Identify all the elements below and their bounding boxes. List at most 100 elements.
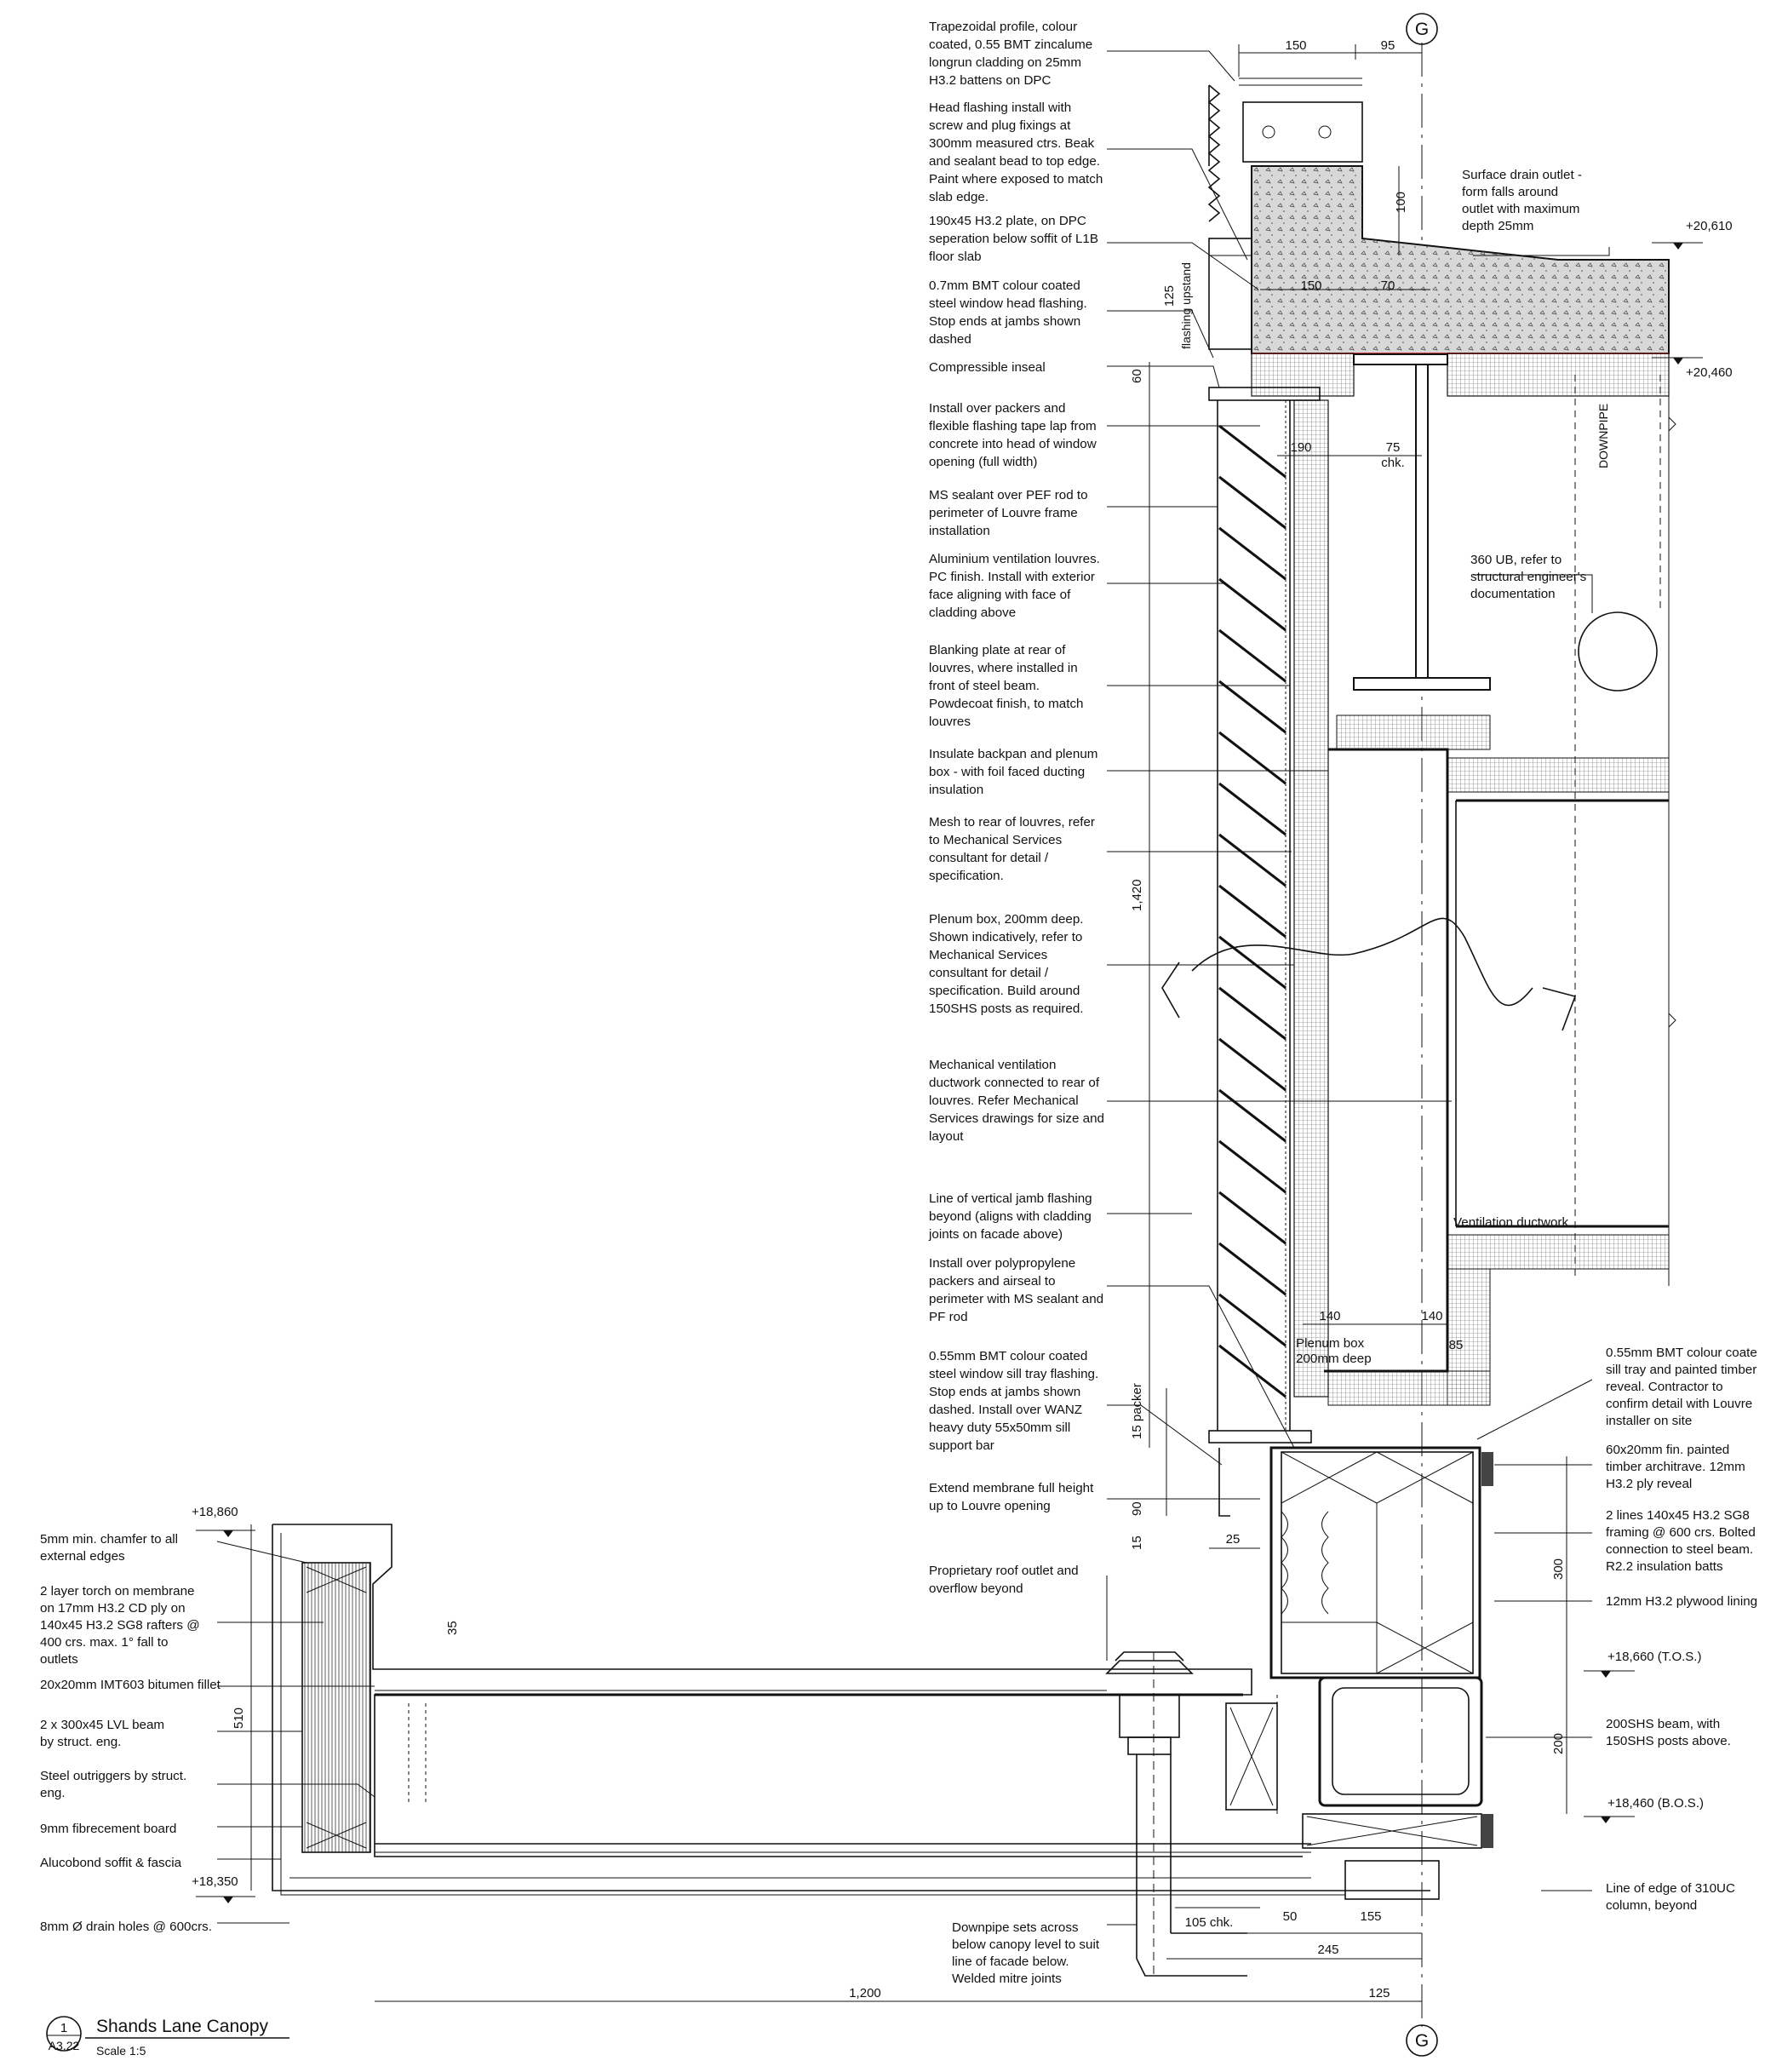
dim-flashing-upstand: flashing upstand <box>1179 262 1193 349</box>
dim-125-bottom: 125 <box>1368 1986 1390 2000</box>
note-line: by struct. eng. <box>40 1735 121 1749</box>
note-line: Ventilation ductwork <box>1453 1215 1568 1230</box>
roof-outlet <box>1105 1651 1247 1977</box>
note-line: 9mm fibrecement board <box>40 1822 176 1836</box>
note-line: and sealant bead to top edge. <box>929 154 1100 169</box>
note-line: Plenum box, 200mm deep. <box>929 912 1084 927</box>
dim-1420: 1,420 <box>1130 879 1144 911</box>
plenum-label-2: 200mm deep <box>1296 1352 1372 1366</box>
note-line: 5mm min. chamfer to all <box>40 1532 178 1547</box>
note-line: PC finish. Install with exterior <box>929 570 1095 584</box>
note-line: structural engineer's <box>1470 570 1587 584</box>
note-line: slab edge. <box>929 190 989 204</box>
note-line: PF rod <box>929 1310 968 1324</box>
note-line: specification. <box>929 869 1004 883</box>
note-line: Proprietary roof outlet and <box>929 1564 1079 1578</box>
detail-number: 1 <box>60 2021 67 2035</box>
note-line: MS sealant over PEF rod to <box>929 488 1088 502</box>
dim-150-mid: 150 <box>1300 278 1321 293</box>
note-line: Stop ends at jambs shown <box>929 1385 1080 1399</box>
dim-155: 155 <box>1360 1909 1381 1924</box>
note-line: reveal. Contractor to <box>1606 1380 1723 1394</box>
note-line: dashed <box>929 332 971 347</box>
dim-25: 25 <box>1226 1532 1241 1547</box>
dim-15-packer: 15 packer <box>1130 1383 1144 1439</box>
note-line: below canopy level to suit <box>952 1937 1100 1952</box>
dim-190: 190 <box>1290 440 1311 455</box>
dim-35: 35 <box>445 1621 460 1635</box>
note-line: R2.2 insulation batts <box>1606 1559 1723 1574</box>
note-line: opening (full width) <box>929 455 1037 469</box>
360-ub-beam <box>1251 353 1670 691</box>
note-line: Trapezoidal profile, colour <box>929 20 1077 34</box>
note-line: front of steel beam. <box>929 679 1040 693</box>
note-line: ductwork connected to rear of <box>929 1076 1100 1090</box>
dim-chk: chk. <box>1381 456 1405 470</box>
note-line: heavy duty 55x50mm sill <box>929 1421 1070 1435</box>
note-line: specification. Build around <box>929 984 1080 998</box>
louvre-blades <box>1218 424 1287 1398</box>
sheet-number: A3.22 <box>49 2039 80 2052</box>
note-line: 2 x 300x45 LVL beam <box>40 1718 164 1732</box>
dimension-lines <box>250 44 1567 2002</box>
title-block: 1 A3.22 Shands Lane Canopy Scale 1:5 <box>46 2016 289 2058</box>
note-line: support bar <box>929 1438 994 1453</box>
note-line: cladding above <box>929 606 1016 620</box>
note-line: insulation <box>929 783 983 797</box>
dim-15: 15 <box>1130 1535 1144 1550</box>
note-line: consultant for detail / <box>929 966 1049 980</box>
note-line: 150SHS posts as required. <box>929 1002 1084 1016</box>
note-line: Alucobond soffit & fascia <box>40 1856 182 1870</box>
note-line: column, beyond <box>1606 1898 1697 1913</box>
note-line: Line of edge of 310UC <box>1606 1881 1735 1896</box>
dim-300: 300 <box>1551 1558 1566 1580</box>
dim-510: 510 <box>232 1708 246 1729</box>
note-line: coated, 0.55 BMT zincalume <box>929 37 1092 52</box>
plenum-label-1: Plenum box <box>1296 1336 1365 1351</box>
note-line: 8mm Ø drain holes @ 600crs. <box>40 1920 212 1934</box>
dim-140a: 140 <box>1319 1309 1340 1323</box>
dim-100: 100 <box>1394 192 1408 213</box>
note-line: connection to steel beam. <box>1606 1542 1753 1557</box>
note-line: documentation <box>1470 587 1556 601</box>
note-line: external edges <box>40 1549 125 1564</box>
note-line: packers and airseal to <box>929 1274 1056 1289</box>
grid-label-bottom: G <box>1415 2031 1429 2051</box>
note-line: Services drawings for size and <box>929 1111 1104 1126</box>
concrete-slab <box>1208 165 1670 354</box>
dim-140b: 140 <box>1421 1309 1442 1323</box>
note-line: perimeter with MS sealant and <box>929 1292 1103 1306</box>
note-line: Surface drain outlet - <box>1462 168 1582 182</box>
note-line: on 17mm H3.2 CD ply on <box>40 1601 186 1616</box>
note-line: to Mechanical Services <box>929 833 1063 847</box>
title-bubble <box>46 2016 82 2052</box>
note-line: depth 25mm <box>1462 219 1533 233</box>
note-line: H3.2 ply reveal <box>1606 1477 1692 1491</box>
note-line: timber architrave. 12mm <box>1606 1460 1745 1474</box>
note-line: Mechanical Services <box>929 948 1048 962</box>
note-line: outlet with maximum <box>1462 202 1579 216</box>
note-line: Aluminium ventilation louvres. <box>929 552 1100 566</box>
note-line: 150SHS posts above. <box>1606 1734 1731 1748</box>
dim-200: 200 <box>1551 1733 1566 1754</box>
note-line: eng. <box>40 1786 66 1800</box>
note-line: box - with foil faced ducting <box>929 765 1085 779</box>
note-line: 2 lines 140x45 H3.2 SG8 <box>1606 1508 1750 1523</box>
note-line: louvres. Refer Mechanical <box>929 1093 1079 1108</box>
note-line: framing @ 600 crs. Bolted <box>1606 1525 1756 1540</box>
note-line: flexible flashing tape lap from <box>929 419 1097 433</box>
level-20610: +20,610 <box>1686 219 1733 233</box>
note-line: Steel outriggers by struct. <box>40 1769 186 1783</box>
note-line: up to Louvre opening <box>929 1499 1051 1513</box>
note-line: 2 layer torch on membrane <box>40 1584 195 1598</box>
level-markers <box>196 242 1703 1903</box>
wall-framing <box>1269 1446 1493 1900</box>
dim-60: 60 <box>1130 369 1144 383</box>
note-line: 0.55mm BMT colour coate <box>1606 1346 1757 1360</box>
200shs-beam <box>1318 1676 1483 1807</box>
dimension-text: 150 95 100 150 70 125 flashing upstand 6… <box>232 38 1566 2000</box>
note-line: louvres <box>929 715 971 729</box>
note-line: confirm detail with Louvre <box>1606 1397 1752 1411</box>
note-line: screw and plug fixings at <box>929 118 1071 133</box>
